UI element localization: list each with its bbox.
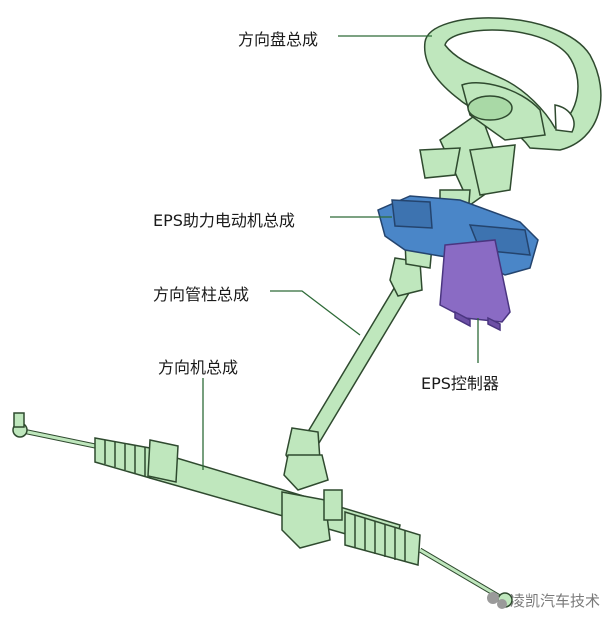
steering-gear-assembly xyxy=(12,412,513,608)
label-eps-controller: EPS控制器 xyxy=(421,374,499,393)
label-eps-motor: EPS助力电动机总成 xyxy=(153,211,295,230)
eps-controller-box xyxy=(439,239,511,332)
steering-wheel xyxy=(424,17,602,151)
label-steering-wheel: 方向盘总成 xyxy=(238,30,319,49)
leader-steering-column xyxy=(270,290,361,336)
watermark-text: 凌凯汽车技术 xyxy=(510,592,601,610)
label-steering-gear: 方向机总成 xyxy=(158,358,239,377)
wechat-icon xyxy=(487,592,507,609)
steering-column-assembly xyxy=(283,239,433,491)
leader-lines xyxy=(202,35,479,470)
label-steering-column: 方向管柱总成 xyxy=(153,285,250,304)
